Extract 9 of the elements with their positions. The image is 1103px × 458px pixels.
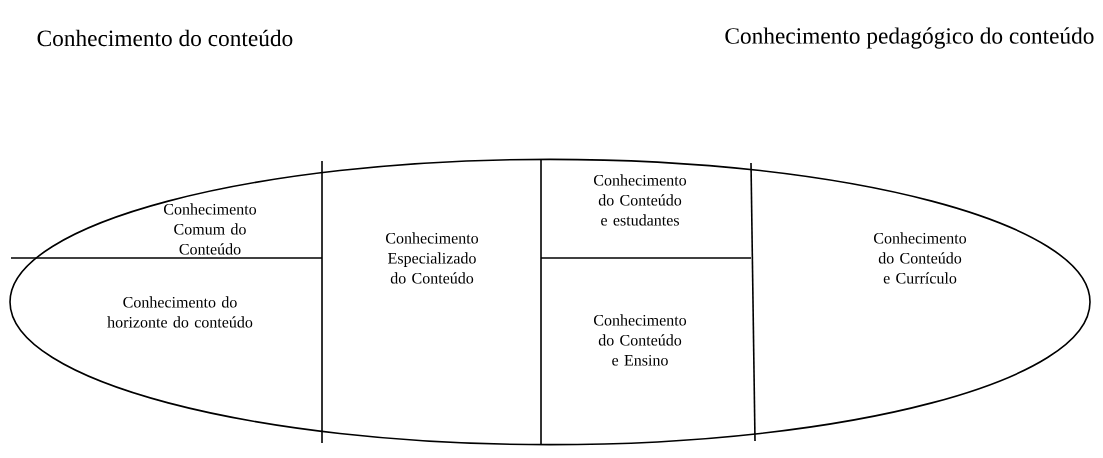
heading: Conhecimento pedagógico do conteúdo [725, 27, 1094, 49]
section-label: Conhecimento do Conteúdo e estudantes [594, 174, 687, 226]
section-label: Conhecimento Comum do Conteúdo [164, 203, 257, 255]
section-label: Conhecimento Especializado do Conteúdo [386, 232, 479, 284]
heading: Conhecimento do conteúdo [37, 29, 293, 47]
ellipse-outline [9, 158, 1091, 446]
section-label: Conhecimento do Conteúdo e Ensino [594, 314, 687, 366]
section-label: Conhecimento do Conteúdo e Currículo [874, 232, 967, 284]
section-label: Conhecimento do horizonte do conteúdo [107, 296, 253, 328]
